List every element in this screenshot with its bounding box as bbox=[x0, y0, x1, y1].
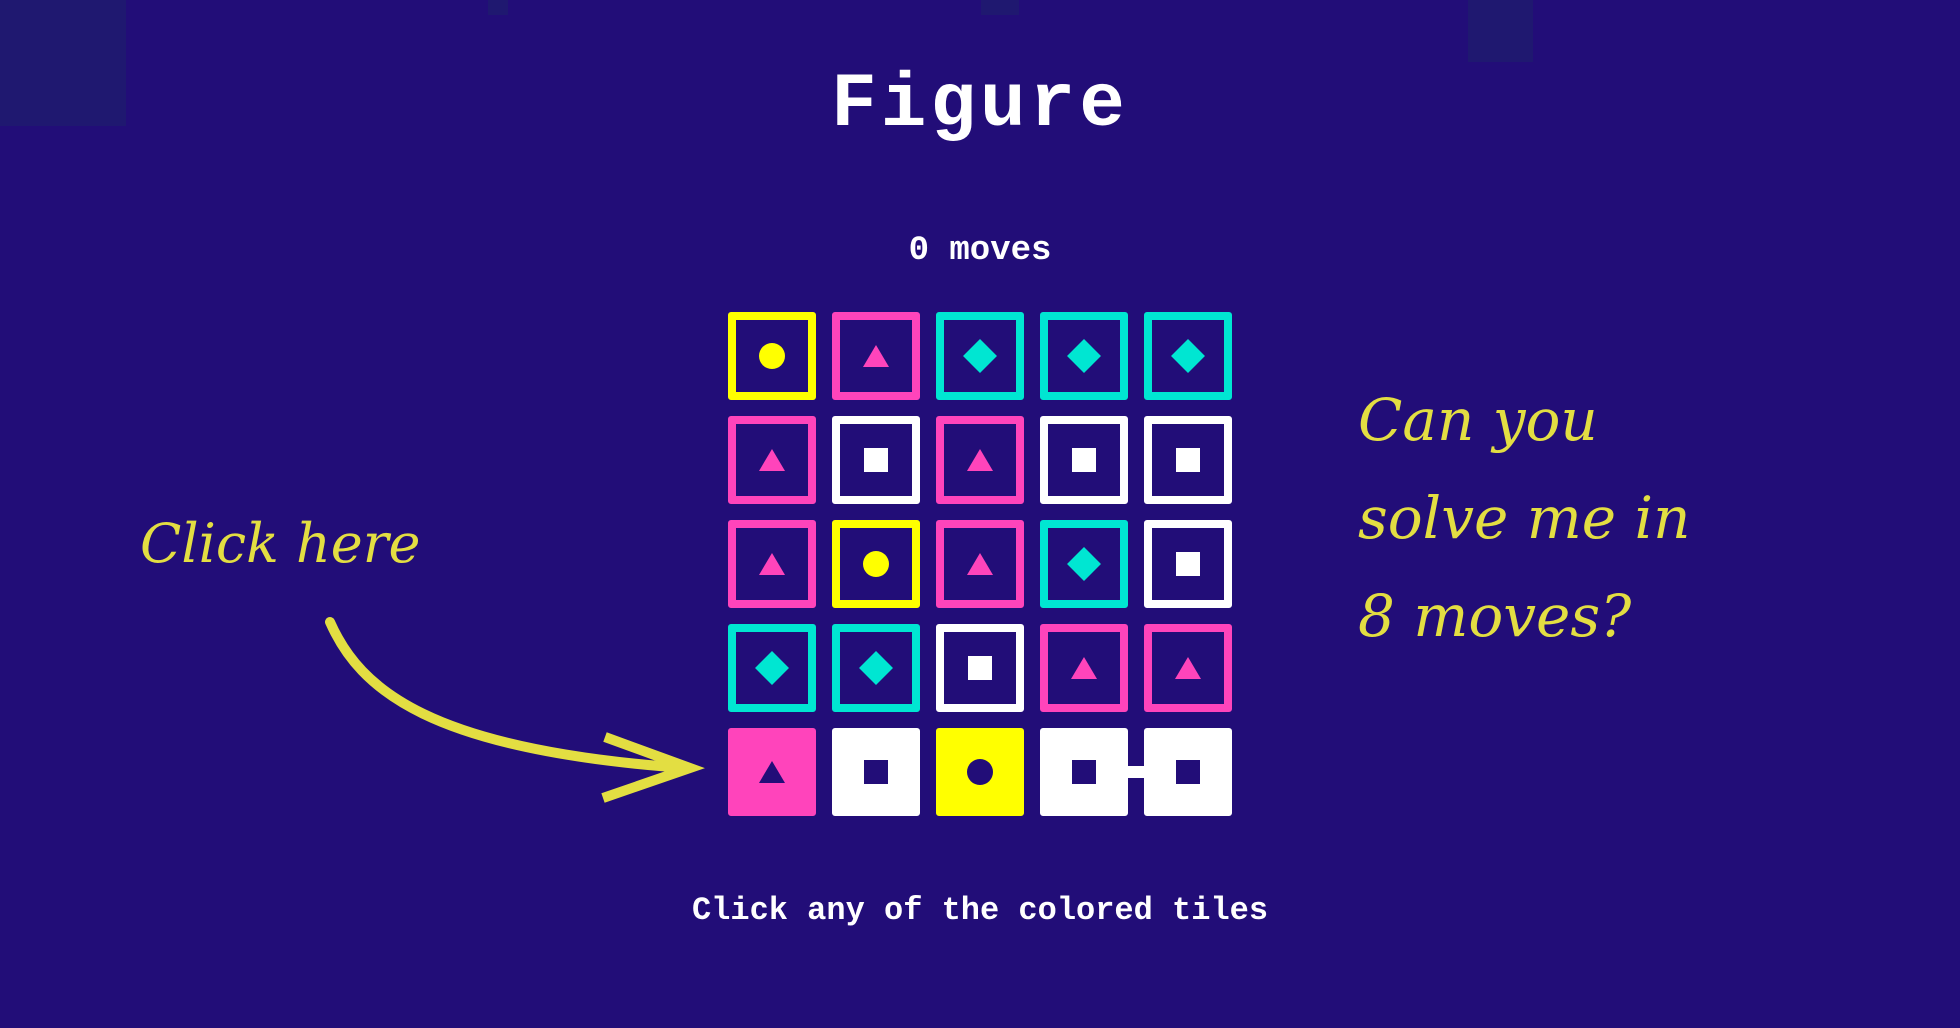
tile-r0-c3[interactable] bbox=[1040, 312, 1128, 400]
moves-counter: 0 moves bbox=[908, 232, 1052, 270]
tile-r2-c1[interactable] bbox=[832, 520, 920, 608]
diamond-icon bbox=[963, 339, 997, 373]
tile-r3-c1[interactable] bbox=[832, 624, 920, 712]
diamond-icon bbox=[1067, 547, 1101, 581]
tile-r4-c1[interactable] bbox=[832, 728, 920, 816]
square-icon bbox=[864, 760, 888, 784]
triangle-icon bbox=[759, 761, 785, 783]
tile-r3-c2[interactable] bbox=[936, 624, 1024, 712]
tile-r4-c2[interactable] bbox=[936, 728, 1024, 816]
tile-grid bbox=[728, 312, 1232, 816]
tile-r1-c2[interactable] bbox=[936, 416, 1024, 504]
diamond-icon bbox=[755, 651, 789, 685]
triangle-icon bbox=[967, 449, 993, 471]
game-title: Figure bbox=[831, 62, 1129, 148]
tile-r0-c4[interactable] bbox=[1144, 312, 1232, 400]
click-here-annotation: Click here bbox=[140, 512, 421, 575]
tile-r2-c4[interactable] bbox=[1144, 520, 1232, 608]
tile-r0-c1[interactable] bbox=[832, 312, 920, 400]
diamond-icon bbox=[1067, 339, 1101, 373]
circle-icon bbox=[759, 343, 785, 369]
triangle-icon bbox=[863, 345, 889, 367]
tile-r4-c4[interactable] bbox=[1144, 728, 1232, 816]
tile-r1-c3[interactable] bbox=[1040, 416, 1128, 504]
tile-r4-c0[interactable] bbox=[728, 728, 816, 816]
background-ghost-square bbox=[488, 0, 508, 15]
diamond-icon bbox=[859, 651, 893, 685]
tile-r1-c1[interactable] bbox=[832, 416, 920, 504]
tile-r4-c3[interactable] bbox=[1040, 728, 1128, 816]
triangle-icon bbox=[759, 449, 785, 471]
triangle-icon bbox=[1175, 657, 1201, 679]
tile-r0-c2[interactable] bbox=[936, 312, 1024, 400]
square-icon bbox=[1072, 448, 1096, 472]
prompt-line-3: 8 moves? bbox=[1358, 582, 1632, 650]
background-ghost-square bbox=[981, 0, 1019, 15]
tile-r3-c3[interactable] bbox=[1040, 624, 1128, 712]
background-ghost-square bbox=[1468, 0, 1533, 62]
tile-r3-c4[interactable] bbox=[1144, 624, 1232, 712]
background-ghost-square bbox=[0, 0, 126, 126]
diamond-icon bbox=[1171, 339, 1205, 373]
instruction-text: Click any of the colored tiles bbox=[691, 892, 1269, 929]
circle-icon bbox=[967, 759, 993, 785]
tile-r1-c0[interactable] bbox=[728, 416, 816, 504]
tile-connector bbox=[1126, 766, 1146, 778]
triangle-icon bbox=[1071, 657, 1097, 679]
square-icon bbox=[1176, 448, 1200, 472]
tile-r2-c2[interactable] bbox=[936, 520, 1024, 608]
square-icon bbox=[1176, 552, 1200, 576]
prompt-line-2: solve me in bbox=[1358, 484, 1691, 552]
circle-icon bbox=[863, 551, 889, 577]
tile-r3-c0[interactable] bbox=[728, 624, 816, 712]
square-icon bbox=[864, 448, 888, 472]
pointer-arrow-icon bbox=[325, 617, 705, 803]
tile-r1-c4[interactable] bbox=[1144, 416, 1232, 504]
triangle-icon bbox=[759, 553, 785, 575]
tile-r0-c0[interactable] bbox=[728, 312, 816, 400]
square-icon bbox=[1176, 760, 1200, 784]
tile-r2-c3[interactable] bbox=[1040, 520, 1128, 608]
tile-r2-c0[interactable] bbox=[728, 520, 816, 608]
triangle-icon bbox=[967, 553, 993, 575]
square-icon bbox=[968, 656, 992, 680]
square-icon bbox=[1072, 760, 1096, 784]
prompt-line-1: Can you bbox=[1358, 386, 1598, 454]
